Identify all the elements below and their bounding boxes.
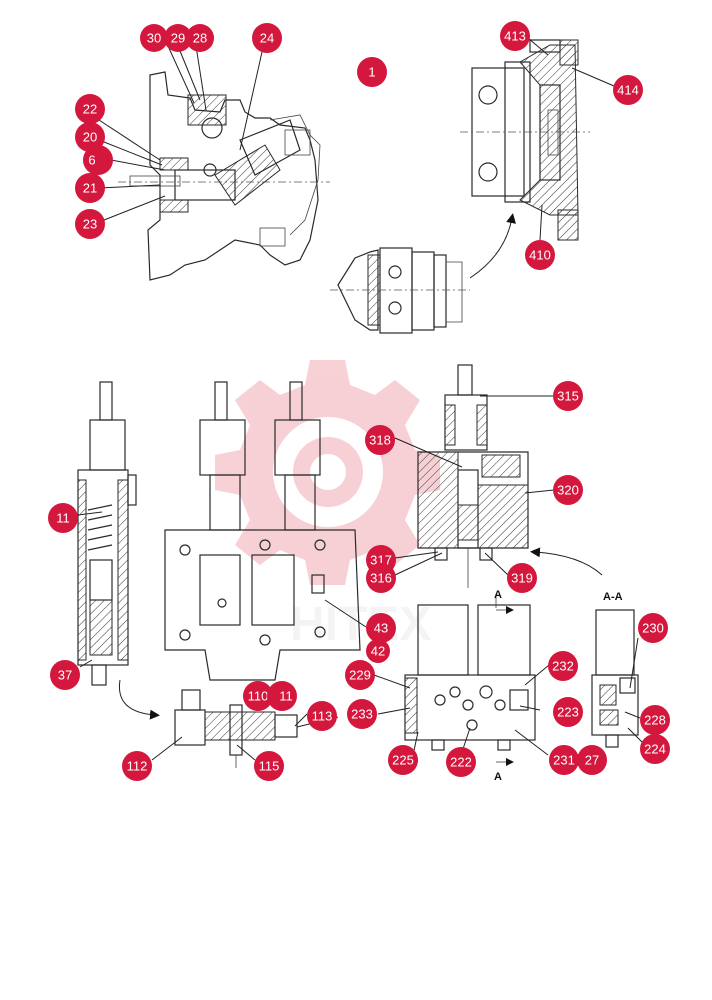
callout-30[interactable]: 30: [140, 24, 168, 52]
callout-225[interactable]: 225: [388, 745, 418, 775]
svg-text:231: 231: [553, 753, 575, 768]
svg-text:112: 112: [127, 759, 148, 774]
svg-text:222: 222: [450, 755, 472, 770]
svg-text:223: 223: [557, 705, 579, 720]
callout-316[interactable]: 316: [366, 563, 396, 593]
svg-text:24: 24: [260, 31, 274, 46]
svg-text:11: 11: [279, 689, 293, 704]
svg-text:410: 410: [529, 248, 551, 263]
callout-115[interactable]: 115: [254, 751, 284, 781]
svg-text:319: 319: [511, 571, 533, 586]
callout-233[interactable]: 233: [347, 699, 377, 729]
callout-319[interactable]: 319: [507, 563, 537, 593]
svg-text:316: 316: [370, 571, 392, 586]
callout-410[interactable]: 410: [525, 240, 555, 270]
callout-21[interactable]: 21: [75, 173, 105, 203]
callout-20[interactable]: 20: [75, 122, 105, 152]
flange-assembly: [460, 39, 590, 241]
svg-text:318: 318: [369, 433, 391, 448]
control-block-bottom: A A: [404, 589, 536, 783]
svg-text:23: 23: [83, 217, 97, 232]
svg-text:28: 28: [193, 31, 207, 46]
svg-text:414: 414: [617, 83, 639, 98]
callout-6[interactable]: 6: [83, 145, 113, 175]
svg-text:315: 315: [557, 389, 579, 404]
callout-232[interactable]: 232: [548, 651, 578, 681]
svg-text:113: 113: [312, 709, 333, 724]
callout-43[interactable]: 43: [366, 613, 396, 643]
watermark-logo: HITEX: [215, 360, 440, 651]
watermark-text: HITEX: [290, 598, 431, 651]
callout-230[interactable]: 230: [638, 613, 668, 643]
svg-text:27: 27: [585, 753, 599, 768]
svg-text:110: 110: [248, 689, 269, 704]
callout-413[interactable]: 413: [500, 21, 530, 51]
shaft-end-detail: [330, 213, 516, 334]
svg-text:320: 320: [557, 483, 579, 498]
svg-text:232: 232: [552, 659, 574, 674]
svg-text:233: 233: [351, 707, 373, 722]
svg-text:115: 115: [259, 759, 280, 774]
callout-318[interactable]: 318: [365, 425, 395, 455]
svg-text:29: 29: [171, 31, 185, 46]
callout-11[interactable]: 11: [48, 503, 78, 533]
svg-text:22: 22: [83, 102, 97, 117]
callout-414[interactable]: 414: [613, 75, 643, 105]
callout-222[interactable]: 222: [446, 747, 476, 777]
callout-28[interactable]: 28: [186, 24, 214, 52]
valve-block-front: [164, 381, 361, 681]
callout-22[interactable]: 22: [75, 94, 105, 124]
svg-text:413: 413: [504, 29, 526, 44]
main-pump-section: [118, 71, 330, 281]
control-valve-section: [417, 364, 603, 588]
callout-223[interactable]: 223: [553, 697, 583, 727]
callout-231[interactable]: 231: [549, 745, 579, 775]
callout-111[interactable]: 11: [267, 681, 297, 711]
svg-text:11: 11: [56, 511, 70, 526]
callout-315[interactable]: 315: [553, 381, 583, 411]
callout-229[interactable]: 229: [345, 660, 375, 690]
svg-text:230: 230: [642, 621, 664, 636]
svg-text:30: 30: [147, 31, 161, 46]
callout-27[interactable]: 27: [577, 745, 607, 775]
callout-228[interactable]: 228: [640, 705, 670, 735]
svg-text:20: 20: [83, 130, 97, 145]
svg-text:42: 42: [371, 644, 385, 659]
svg-text:225: 225: [392, 753, 414, 768]
callout-23[interactable]: 23: [75, 209, 105, 239]
pressure-valve-section: [77, 381, 137, 686]
callout-29[interactable]: 29: [164, 24, 192, 52]
callout-320[interactable]: 320: [553, 475, 583, 505]
callout-112[interactable]: 112: [122, 751, 152, 781]
plug-detail: [118, 679, 298, 768]
svg-text:229: 229: [349, 668, 371, 683]
svg-text:37: 37: [58, 668, 72, 683]
section-view-aa: A-A: [591, 591, 639, 748]
callout-224[interactable]: 224: [640, 734, 670, 764]
svg-text:224: 224: [644, 742, 666, 757]
svg-text:228: 228: [644, 713, 666, 728]
section-label-a-top: A: [494, 589, 502, 601]
callout-42[interactable]: 42: [366, 639, 390, 663]
svg-text:317: 317: [370, 553, 392, 568]
callout-37[interactable]: 37: [50, 660, 80, 690]
svg-text:1: 1: [368, 65, 375, 80]
callout-24[interactable]: 24: [252, 23, 282, 53]
svg-text:21: 21: [83, 181, 97, 196]
section-label-a-bottom: A: [494, 771, 502, 783]
callout-1[interactable]: 1: [357, 57, 387, 87]
callout-113[interactable]: 113: [307, 701, 337, 731]
svg-text:6: 6: [88, 153, 95, 168]
svg-text:43: 43: [374, 621, 388, 636]
section-label-aa: A-A: [603, 591, 623, 603]
callout-110[interactable]: 110: [243, 681, 273, 711]
